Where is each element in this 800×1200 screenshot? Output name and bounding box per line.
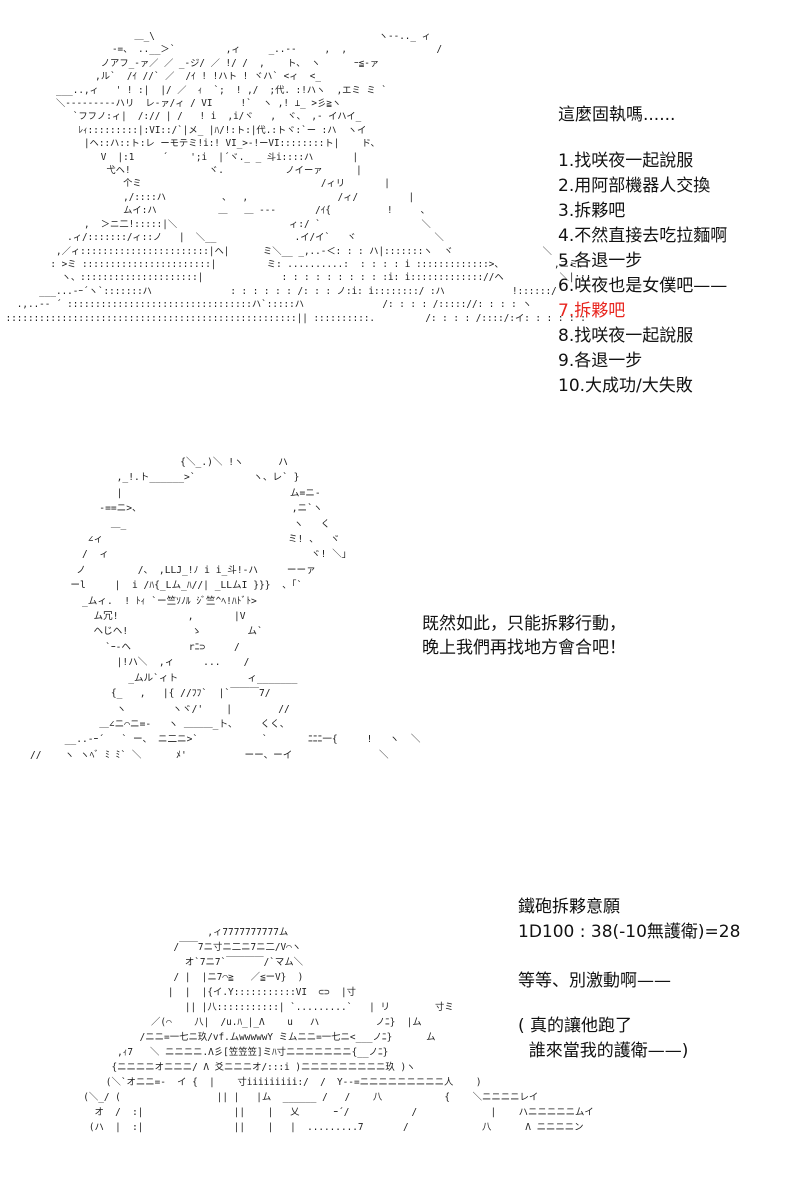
choice-panel: 這麼固執嗎...... 1.找咲夜一起說服 2.用阿部機器人交換 3.拆夥吧 4… — [558, 103, 727, 399]
option-7-selected: 7.拆夥吧 — [558, 301, 626, 321]
option-2: 2.用阿部機器人交換 — [558, 176, 711, 196]
option-3: 3.拆夥吧 — [558, 201, 626, 221]
dialogue-line-2: 晚上我們再找地方會合吧！ — [422, 638, 626, 658]
option-5: 5.各退一步 — [558, 251, 643, 271]
dialogue-panel-2: 既然如此，只能拆夥行動， 晚上我們再找地方會合吧！ — [422, 612, 626, 660]
dialogue-line-1: 既然如此，只能拆夥行動， — [422, 614, 626, 634]
ascii-art-character-1: ＿_\ ヽ--.._ ィ -=、 ..__＞` ,ィ _..-- , , / ノ… — [5, 31, 590, 324]
ascii-art-character-2: {＼_.)＼ !ヽ ハ ,_!.ト______>` ヽ、レ` } | ム=ニ- … — [30, 457, 421, 761]
aside-line-2: 誰來當我的護衛——) — [518, 1041, 689, 1061]
option-9: 9.各退一步 — [558, 351, 643, 371]
roll-result: 1D100 : 38(-10無護衛)=28 — [518, 922, 741, 942]
roll-panel: 鐵砲拆夥意願 1D100 : 38(-10無護衛)=28 等等、別激動啊—— (… — [518, 895, 740, 1064]
roll-title: 鐵砲拆夥意願 — [518, 897, 620, 917]
option-6: 6.咲夜也是女僕吧—— — [558, 276, 728, 296]
option-4: 4.不然直接去吃拉麵啊 — [558, 226, 728, 246]
option-1: 1.找咲夜一起說服 — [558, 151, 694, 171]
ascii-art-character-3: ,ィ7777777777ム /￣￣7ニ寸ニ二ニ7ニ二/V⌒ヽ オ`7ニ7`￣￣￣… — [83, 927, 594, 1133]
aside-line-1: ( 真的讓他跑了 — [518, 1016, 633, 1036]
reaction-line: 等等、別激動啊—— — [518, 971, 671, 991]
option-10: 10.大成功/大失敗 — [558, 376, 693, 396]
option-8: 8.找咲夜一起說服 — [558, 326, 694, 346]
panel1-caption: 這麼固執嗎...... — [558, 105, 676, 125]
